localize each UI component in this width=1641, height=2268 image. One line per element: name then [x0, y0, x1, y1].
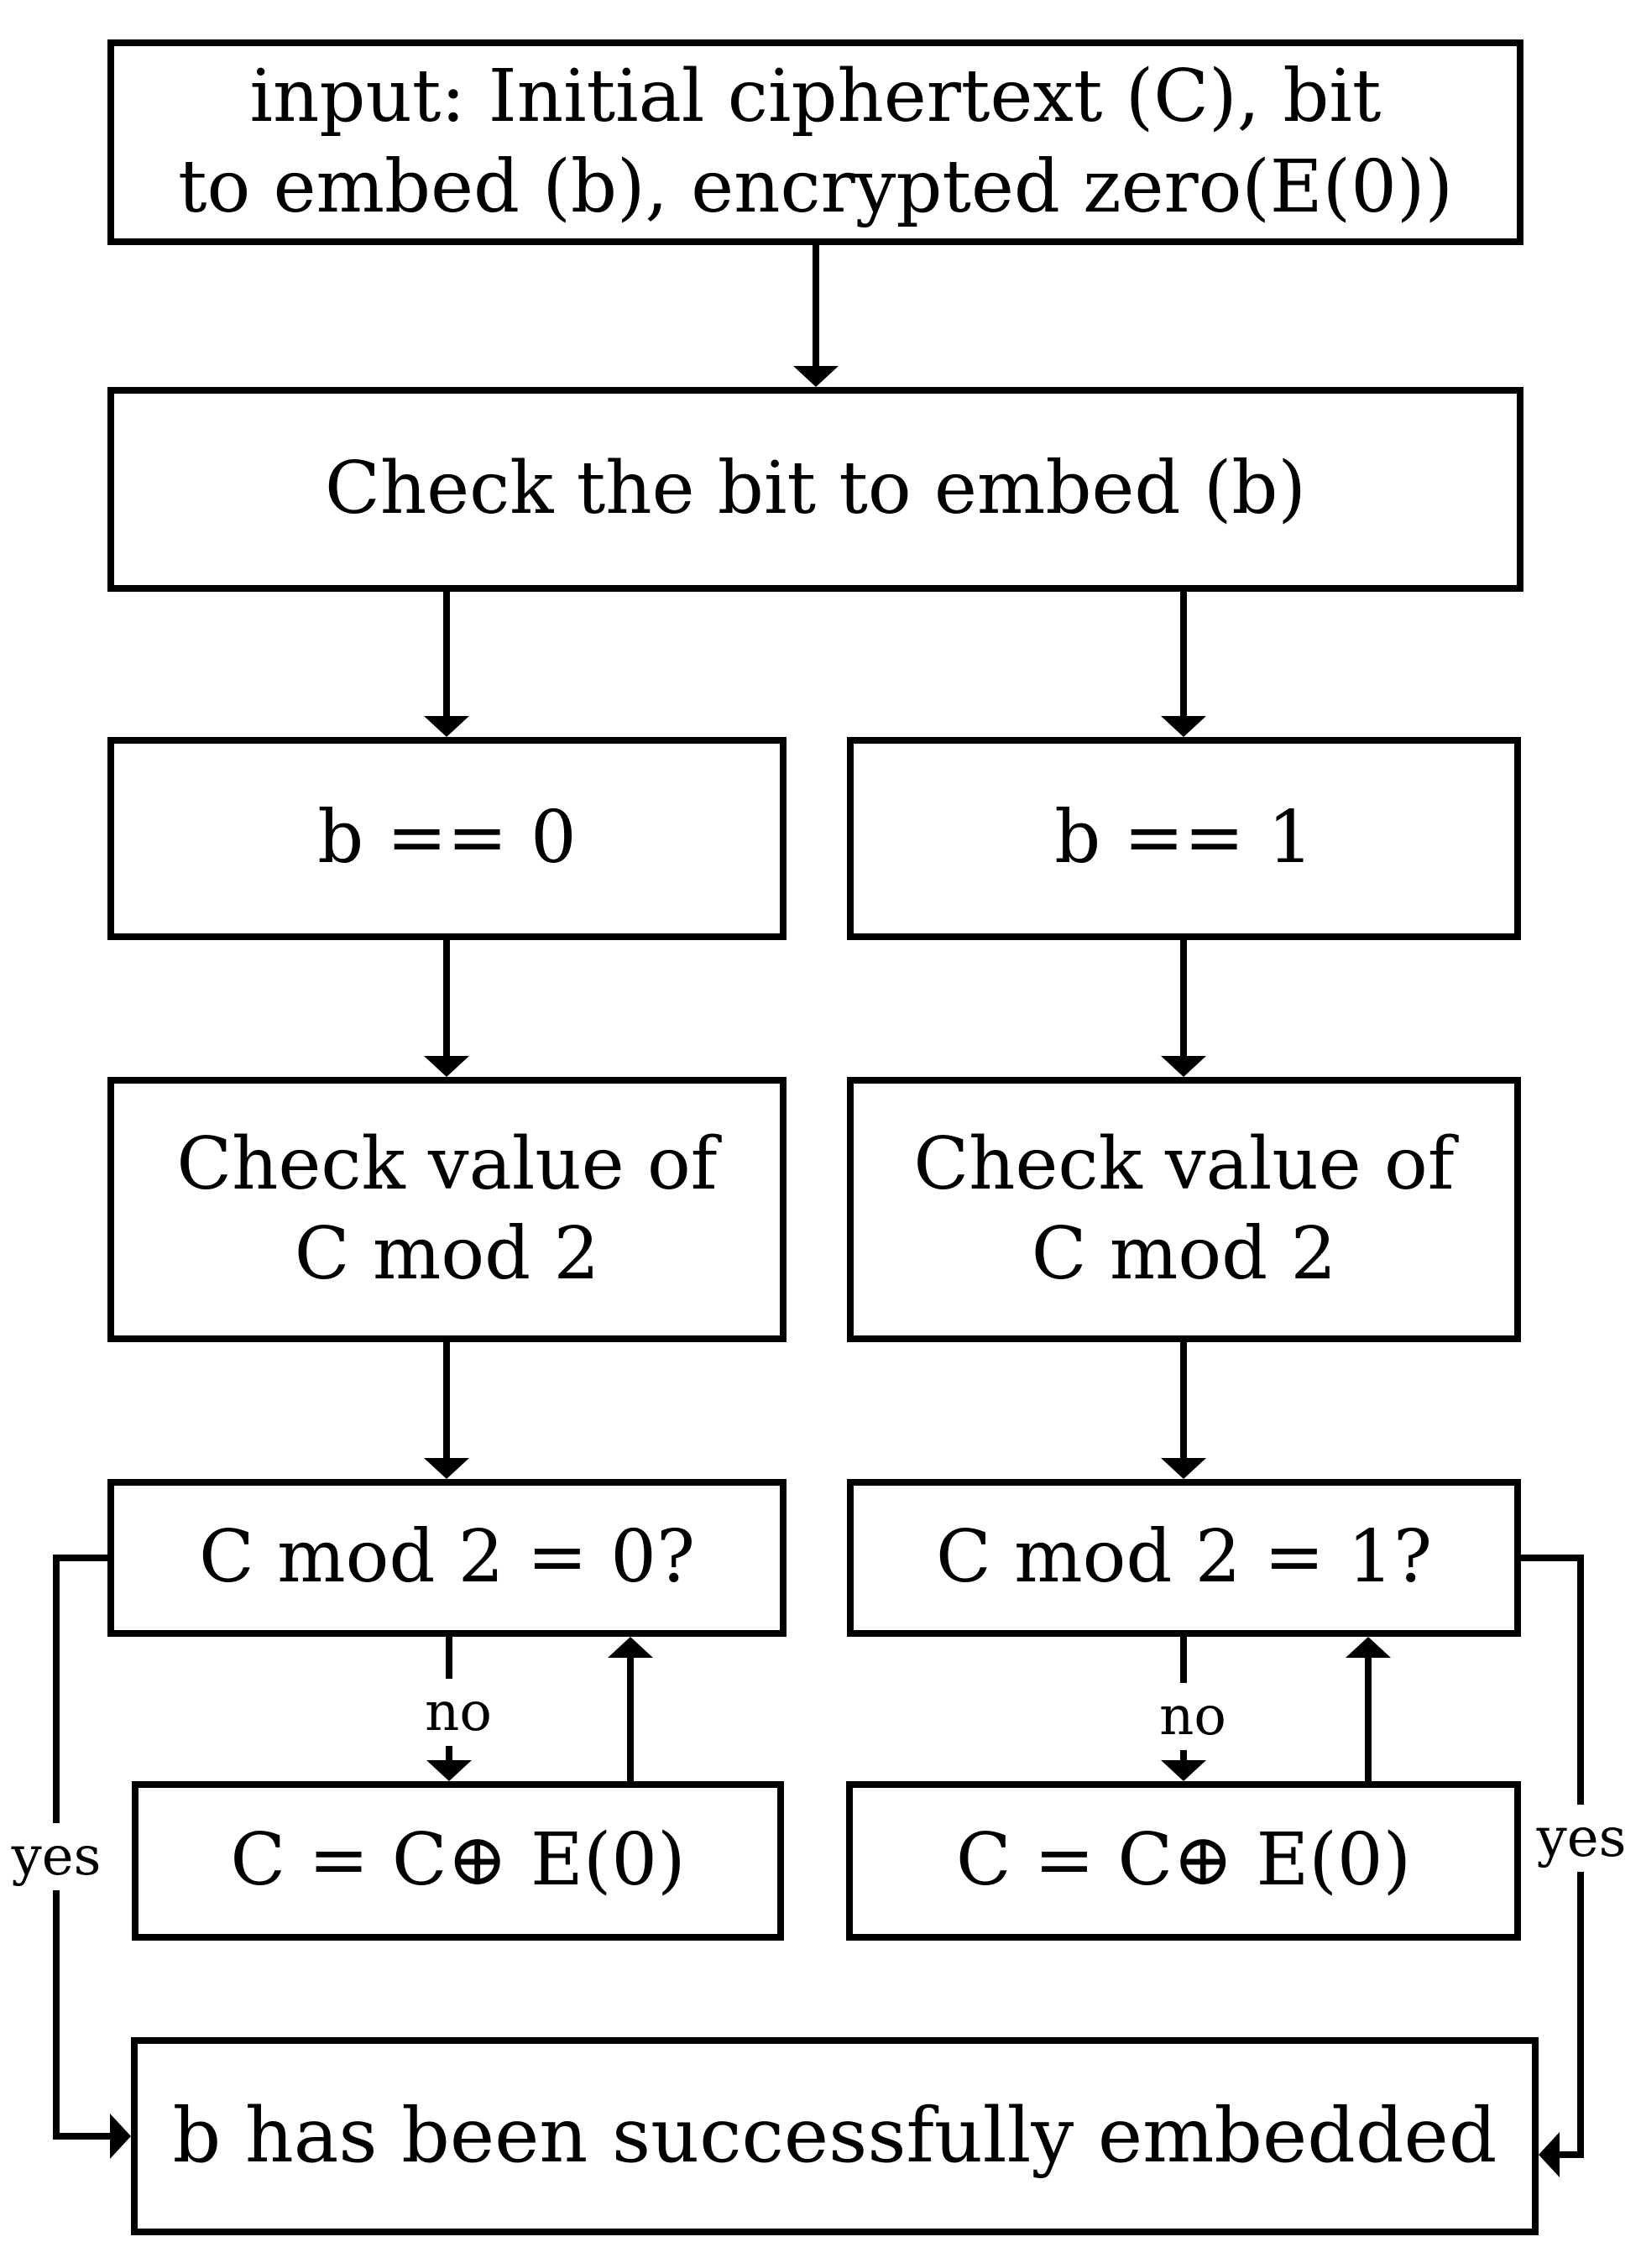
- arrow-checkvalue-left-to-question-left: [424, 1342, 469, 1479]
- node-xor-left-label: C = C⊕ E(0): [230, 1818, 686, 1903]
- edge-label-no-left: no: [421, 1679, 495, 1746]
- node-question-cmod2-0-label: C mod 2 = 0?: [198, 1515, 696, 1600]
- node-input-line2: to embed (b), encrypted zero(E(0)): [177, 144, 1454, 229]
- arrow-checkvalue-right-to-question-right: [1161, 1342, 1206, 1479]
- node-xor-right: C = C⊕ E(0): [846, 1781, 1521, 1941]
- node-input: input: Initial ciphertext (C), bit to em…: [107, 39, 1523, 245]
- node-b-equals-0: b == 0: [107, 737, 787, 940]
- edge-label-yes-left: yes: [8, 1823, 105, 1890]
- node-final-embedded-label: b has been successfully embedded: [172, 2091, 1497, 2180]
- node-check-value-right-line1: Check value of: [913, 1121, 1455, 1206]
- node-check-value-right: Check value of C mod 2: [847, 1077, 1521, 1342]
- node-xor-right-label: C = C⊕ E(0): [955, 1818, 1412, 1903]
- arrow-b1-to-checkvalue-right: [1161, 940, 1206, 1077]
- node-xor-left: C = C⊕ E(0): [132, 1781, 784, 1941]
- arrow-xor-left-back-to-question-left: [608, 1637, 653, 1781]
- arrow-checkbit-to-b1: [1161, 592, 1206, 737]
- node-check-bit-label: Check the bit to embed (b): [325, 447, 1306, 531]
- node-question-cmod2-1-label: C mod 2 = 1?: [935, 1515, 1433, 1600]
- node-question-cmod2-0: C mod 2 = 0?: [107, 1479, 787, 1637]
- node-b-equals-0-label: b == 0: [317, 796, 577, 881]
- edge-label-no-right: no: [1156, 1683, 1230, 1750]
- node-question-cmod2-1: C mod 2 = 1?: [847, 1479, 1521, 1637]
- node-check-bit: Check the bit to embed (b): [107, 387, 1523, 592]
- node-b-equals-1-label: b == 1: [1054, 796, 1314, 881]
- node-b-equals-1: b == 1: [847, 737, 1521, 940]
- arrow-xor-right-back-to-question-right: [1346, 1637, 1391, 1781]
- arrow-b0-to-checkvalue-left: [424, 940, 469, 1077]
- node-input-line1: input: Initial ciphertext (C), bit: [249, 55, 1382, 138]
- arrow-checkbit-to-b0: [424, 592, 469, 737]
- node-final-embedded: b has been successfully embedded: [131, 2037, 1539, 2235]
- node-check-value-left-line1: Check value of: [176, 1121, 718, 1206]
- node-check-value-left-line2: C mod 2: [294, 1212, 600, 1296]
- node-check-value-right-line2: C mod 2: [1031, 1212, 1337, 1296]
- edge-label-yes-right: yes: [1533, 1805, 1630, 1872]
- node-check-value-left: Check value of C mod 2: [107, 1077, 787, 1342]
- arrow-input-to-checkbit: [793, 245, 839, 387]
